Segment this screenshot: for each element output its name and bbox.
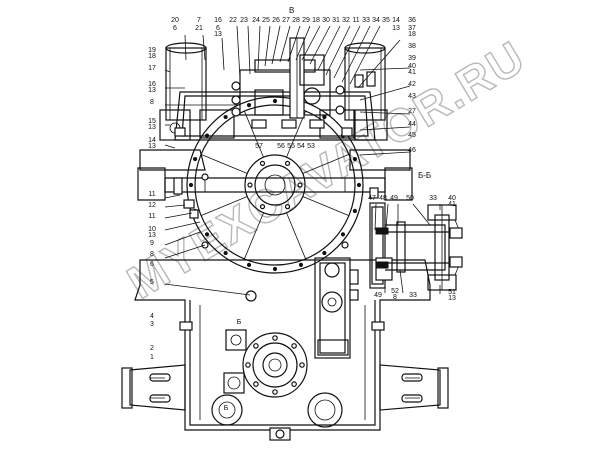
callout-label: 35 bbox=[382, 17, 390, 24]
callout-label: 2 bbox=[150, 345, 154, 352]
callout-label: 13 bbox=[148, 124, 156, 131]
callout-label: 13 bbox=[148, 232, 156, 239]
section-view-title: Б-Б bbox=[418, 171, 431, 180]
lower-housing bbox=[121, 259, 449, 441]
callout-label: 27 bbox=[282, 17, 290, 24]
callout-label: 7 bbox=[197, 17, 201, 24]
callout-label: 38 bbox=[408, 43, 416, 50]
callout-label: 30 bbox=[322, 17, 330, 24]
callout-label: 11 bbox=[148, 213, 155, 220]
callout-label: 11 bbox=[148, 191, 155, 198]
callout-label: 6 bbox=[216, 25, 220, 32]
callout-label: 37 bbox=[408, 25, 416, 32]
callout-label: 13 bbox=[448, 295, 456, 302]
callout-label: 45 bbox=[408, 132, 416, 139]
callout-label: 29 bbox=[302, 17, 310, 24]
callout-label: 26 bbox=[272, 17, 280, 24]
callout-label: 33 bbox=[362, 17, 370, 24]
callout-label: 24 bbox=[252, 17, 260, 24]
callout-label: 46 bbox=[408, 147, 416, 154]
section-view-b-b bbox=[369, 202, 463, 291]
callout-label: 13 bbox=[392, 25, 400, 32]
callout-label: 16 bbox=[214, 17, 222, 24]
top-letter: B bbox=[289, 6, 294, 15]
callout-label: 31 bbox=[332, 17, 340, 24]
callout-label: 6 bbox=[150, 261, 154, 268]
callout-label: 48 bbox=[379, 195, 387, 202]
callout-label: Б bbox=[237, 319, 242, 326]
callout-label: 22 bbox=[229, 17, 237, 24]
callout-label: 18 bbox=[312, 17, 320, 24]
callout-label: 13 bbox=[148, 87, 156, 94]
callout-label: 1 bbox=[150, 354, 154, 361]
callout-label: 17 bbox=[148, 65, 156, 72]
callout-label: 18 bbox=[148, 53, 156, 60]
callout-label: 11 bbox=[352, 17, 359, 24]
callout-label: 52 bbox=[391, 288, 399, 295]
callout-label: 16 bbox=[148, 81, 156, 88]
callout-label: 50 bbox=[406, 195, 414, 202]
callout-label: 40 bbox=[448, 195, 456, 202]
callout-label: 4 bbox=[150, 313, 154, 320]
callout-label: 42 bbox=[408, 81, 416, 88]
callout-label: 57 bbox=[255, 143, 263, 150]
callout-label: 14 bbox=[392, 17, 400, 24]
callout-label: 34 bbox=[372, 17, 380, 24]
callout-label: 10 bbox=[148, 226, 156, 233]
callout-label: 14 bbox=[148, 137, 156, 144]
leader-lines bbox=[164, 25, 441, 296]
callout-label: 51 bbox=[448, 289, 456, 296]
callout-label: 41 bbox=[448, 201, 456, 208]
callout-label: 18 bbox=[408, 31, 416, 38]
upper-housing bbox=[137, 37, 413, 201]
callout-label: 21 bbox=[195, 25, 203, 32]
callout-label: 3 bbox=[150, 321, 154, 328]
callout-label: 44 bbox=[408, 121, 416, 128]
callout-label: 40 bbox=[408, 63, 416, 70]
callout-label: 8 bbox=[150, 99, 154, 106]
callout-label: 53 bbox=[307, 143, 315, 150]
callout-label: 33 bbox=[409, 292, 417, 299]
callout-label: Б bbox=[224, 405, 229, 412]
callout-label: 6 bbox=[173, 25, 177, 32]
callout-label: 12 bbox=[148, 202, 156, 209]
callout-label: 27 bbox=[408, 108, 416, 115]
callout-label: 54 bbox=[297, 143, 305, 150]
converter-housing bbox=[164, 96, 386, 274]
callout-label: 33 bbox=[429, 195, 437, 202]
callout-label: 32 bbox=[342, 17, 350, 24]
callout-label: 49 bbox=[374, 292, 382, 299]
callout-label: 5 bbox=[150, 279, 154, 286]
callout-label: 23 bbox=[240, 17, 248, 24]
callout-label: 28 bbox=[292, 17, 300, 24]
callout-label: 19 bbox=[148, 47, 156, 54]
callout-label: 25 bbox=[262, 17, 270, 24]
callout-label: 15 bbox=[148, 118, 156, 125]
callout-label: 13 bbox=[148, 143, 156, 150]
callout-label: 9 bbox=[150, 240, 154, 247]
pump-unit bbox=[314, 257, 359, 359]
callout-label: 39 bbox=[408, 55, 416, 62]
callout-label: 43 bbox=[408, 93, 416, 100]
lower-flanges bbox=[211, 290, 343, 428]
callout-label: 13 bbox=[214, 31, 222, 38]
callout-label: 49 bbox=[390, 195, 398, 202]
callout-label: 47 bbox=[368, 195, 376, 202]
callout-label: 36 bbox=[408, 17, 416, 24]
callout-label: 8 bbox=[393, 294, 397, 301]
callout-label: 56 bbox=[277, 143, 285, 150]
callout-label: 41 bbox=[408, 69, 416, 76]
callout-label: 20 bbox=[171, 17, 179, 24]
callout-label: 55 bbox=[287, 143, 295, 150]
callout-label: 8 bbox=[150, 251, 154, 258]
